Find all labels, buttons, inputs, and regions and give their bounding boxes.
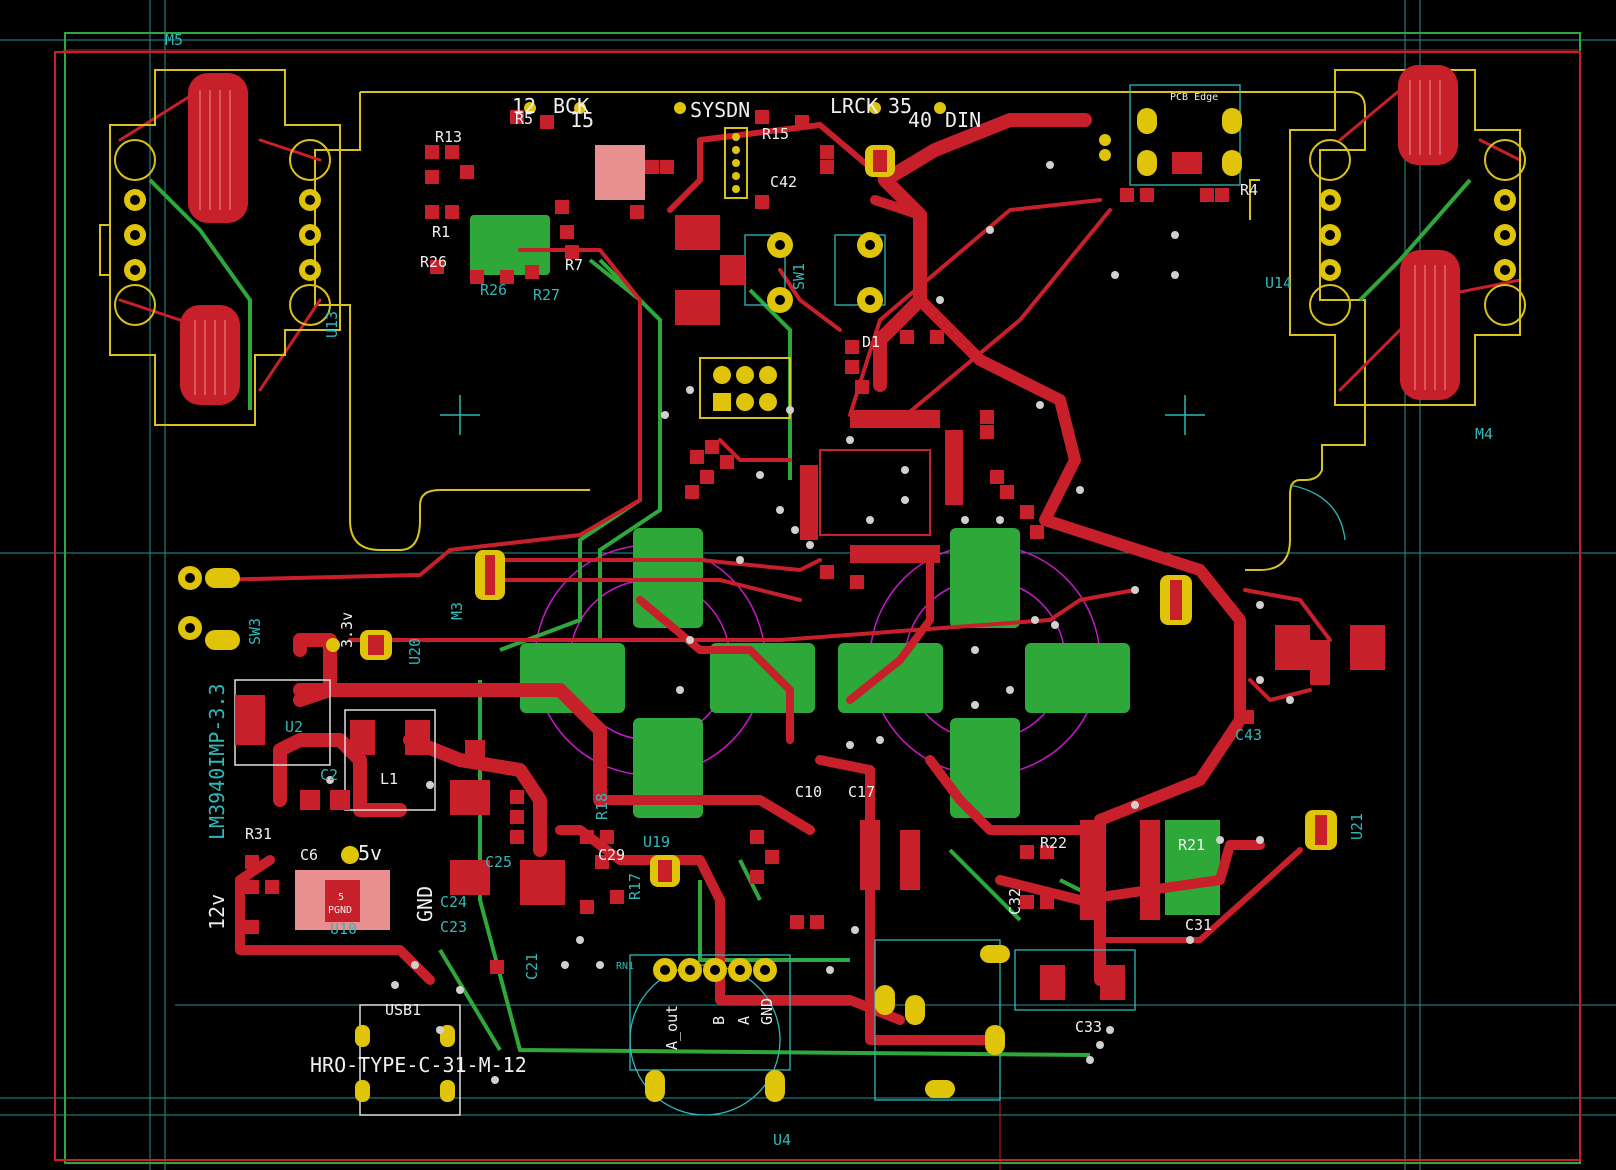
label-r5: R5	[515, 110, 534, 128]
label-u4: U4	[773, 1131, 792, 1149]
label-c42: C42	[770, 173, 798, 191]
label-m3: M3	[448, 601, 466, 620]
label-r1: R1	[432, 223, 451, 241]
edge-cuts-outline	[314, 91, 1366, 571]
label-hro-type-c: HRO-TYPE-C-31-M-12	[310, 1053, 527, 1077]
board-edges	[54, 32, 1581, 1170]
label-c2: C2	[320, 766, 339, 784]
label-c25: C25	[485, 853, 513, 871]
label-r27: R27	[533, 286, 561, 304]
label-r26-bottom: R26	[480, 281, 508, 299]
smd-components	[235, 110, 1385, 1000]
label-u10: U10	[330, 920, 358, 938]
net-bck: BCK	[553, 94, 590, 118]
fab-outlines	[629, 84, 1346, 1116]
label-c33: C33	[1075, 1018, 1103, 1036]
back-copper-pads	[470, 215, 1220, 915]
mounting-footprints	[99, 65, 1526, 426]
through-hole-pads	[178, 102, 1337, 1102]
net-35: 35	[888, 94, 913, 118]
label-c17: C17	[848, 783, 876, 801]
label-u2: U2	[285, 718, 304, 736]
label-lm3940: LM3940IMP-3.3	[205, 683, 229, 840]
label-c10: C10	[795, 783, 823, 801]
pin-gnd: GND	[758, 997, 776, 1025]
label-c43: C43	[1235, 726, 1263, 744]
label-c24: C24	[440, 893, 468, 911]
net-sysdn: SYSDN	[690, 98, 751, 122]
pin-a-out: A_out	[663, 1004, 681, 1050]
label-r15: R15	[762, 125, 790, 143]
net-lrck: LRCK	[830, 94, 879, 118]
label-r4: R4	[1240, 181, 1259, 199]
label-pgnd: PGND	[328, 905, 353, 916]
label-r18: R18	[593, 792, 611, 820]
label-r31: R31	[245, 825, 273, 843]
label-m5: M5	[165, 31, 184, 49]
label-pcb-edge: PCB Edge	[1170, 92, 1219, 103]
net-din: DIN	[945, 108, 982, 132]
label-sw1: SW1	[790, 262, 808, 290]
label-c6: C6	[300, 846, 319, 864]
crosshair-marks	[440, 395, 1205, 435]
label-u13: U13	[323, 310, 341, 338]
vias	[326, 161, 1294, 1084]
label-r17: R17	[626, 872, 644, 900]
net-40: 40	[908, 108, 933, 132]
label-m4: M4	[1475, 425, 1494, 443]
label-d1: D1	[862, 333, 881, 351]
label-r13: R13	[435, 128, 463, 146]
label-c29: C29	[598, 846, 626, 864]
label-u20: U20	[406, 637, 424, 665]
label-r7: R7	[565, 256, 584, 274]
label-c21: C21	[523, 952, 541, 980]
label-r22: R22	[1040, 834, 1068, 852]
pin-a: A	[735, 1015, 753, 1025]
label-usb1: USB1	[385, 1001, 422, 1019]
net-3v3: 3.3v	[338, 611, 356, 648]
net-12: 12	[512, 94, 537, 118]
net-5v: 5v	[358, 841, 383, 865]
label-c23: C23	[440, 918, 468, 936]
label-sw3: SW3	[246, 617, 264, 645]
net-12v: 12v	[205, 893, 229, 930]
front-copper-traces	[118, 88, 1522, 1045]
label-u21: U21	[1348, 812, 1366, 840]
label-c32: C32	[1006, 887, 1024, 915]
label-r26-left: R26	[420, 253, 448, 271]
label-l1: L1	[380, 770, 399, 788]
net-gnd: GND	[413, 885, 437, 922]
integrated-circuits	[295, 145, 1330, 930]
label-rn1: RN1	[616, 961, 635, 972]
pin-b: B	[710, 1015, 728, 1025]
label-u14: U14	[1265, 274, 1293, 292]
net-15: 15	[570, 108, 595, 132]
label-pgnd-number: 5	[338, 892, 345, 903]
label-u19: U19	[643, 833, 671, 851]
label-c31: C31	[1185, 916, 1213, 934]
label-r21: R21	[1178, 836, 1206, 854]
